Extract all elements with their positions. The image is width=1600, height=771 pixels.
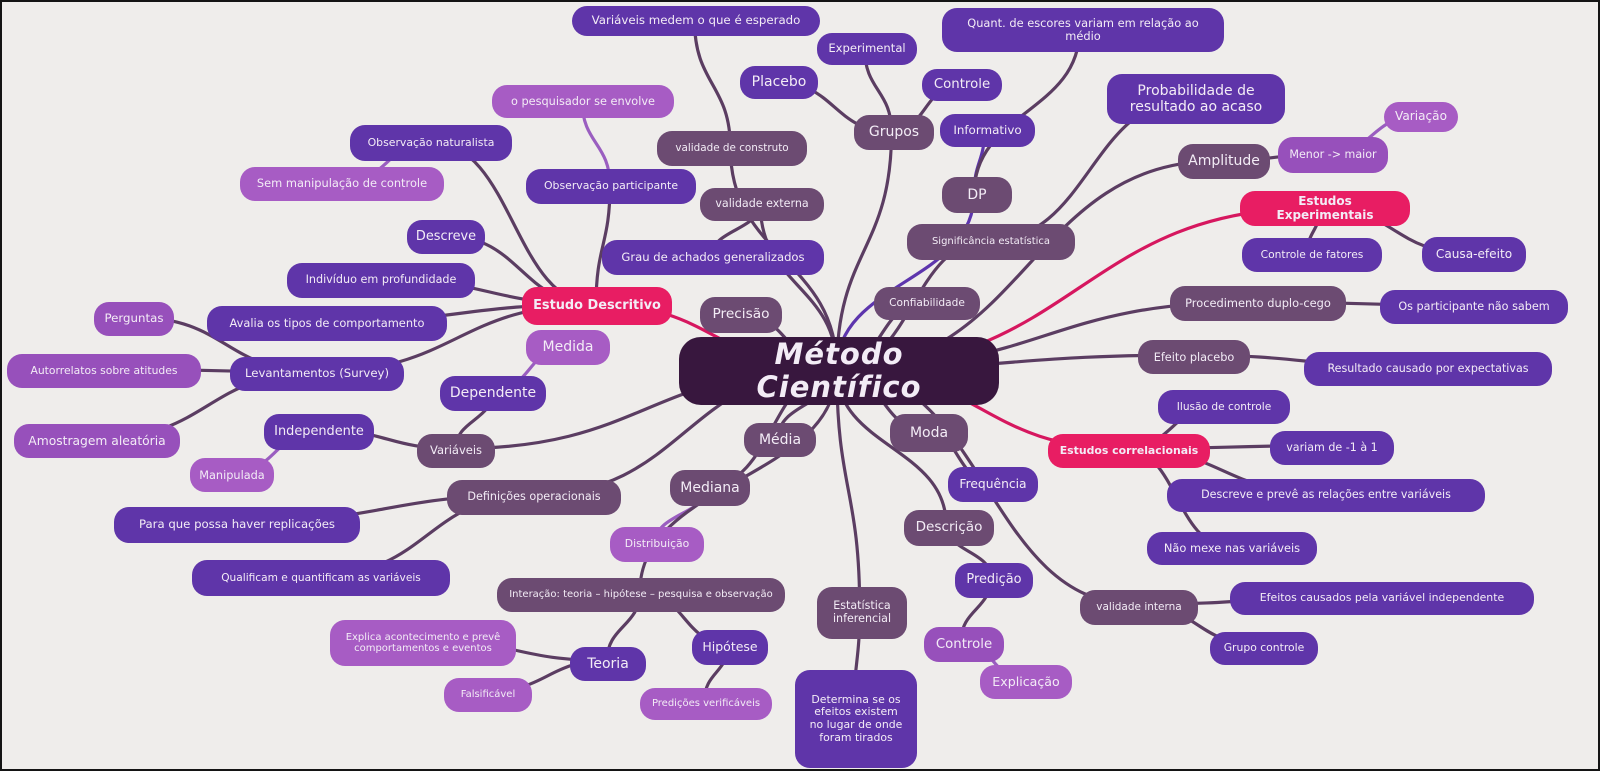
mindmap-node-para-que[interactable]: Para que possa haver replicações xyxy=(114,507,360,543)
mindmap-node-descricao[interactable]: Descrição xyxy=(904,510,994,546)
mindmap-node-menor-maior[interactable]: Menor -> maior xyxy=(1278,137,1388,173)
mindmap-node-quant-escores[interactable]: Quant. de escores variam em relação ao m… xyxy=(942,8,1224,52)
mindmap-node-informativo[interactable]: Informativo xyxy=(940,114,1035,147)
mindmap-node-causa-efeito[interactable]: Causa-efeito xyxy=(1422,237,1526,272)
edge-grupos-to-center xyxy=(835,130,894,371)
mindmap-node-precisao[interactable]: Precisão xyxy=(700,297,782,333)
mindmap-node-estudo-descritivo[interactable]: Estudo Descritivo xyxy=(522,287,672,325)
mindmap-node-levantamentos[interactable]: Levantamentos (Survey) xyxy=(230,357,404,391)
mindmap-node-qualificam[interactable]: Qualificam e quantificam as variáveis xyxy=(192,560,450,596)
mindmap-node-resultado[interactable]: Resultado causado por expectativas xyxy=(1304,352,1552,386)
mindmap-node-center[interactable]: Método Científico xyxy=(679,337,999,405)
mindmap-node-os-participante[interactable]: Os participante não sabem xyxy=(1380,290,1568,324)
mindmap-node-estudos-corr[interactable]: Estudos correlacionais xyxy=(1048,434,1210,468)
mindmap-node-independente[interactable]: Independente xyxy=(264,414,374,450)
mindmap-node-nao-mexe[interactable]: Não mexe nas variáveis xyxy=(1147,532,1317,565)
mindmap-node-variaveis[interactable]: Variáveis xyxy=(417,434,495,468)
mindmap-node-grau-achados[interactable]: Grau de achados generalizados xyxy=(602,240,824,275)
mindmap-node-teoria[interactable]: Teoria xyxy=(570,647,646,681)
edge-variaveis-medem-to-validade-construto xyxy=(692,19,732,150)
mindmap-node-significancia[interactable]: Significância estatística xyxy=(907,224,1075,260)
mindmap-node-manipulada[interactable]: Manipulada xyxy=(190,458,274,492)
mindmap-node-descreve-preve[interactable]: Descreve e prevê as relações entre variá… xyxy=(1167,479,1485,512)
mindmap-node-confiabilidade[interactable]: Confiabilidade xyxy=(874,287,980,320)
mindmap-node-grupo-controle[interactable]: Grupo controle xyxy=(1210,632,1318,665)
mindmap-node-variaveis-medem[interactable]: Variáveis medem o que é esperado xyxy=(572,6,820,36)
mindmap-node-ilusao[interactable]: Ilusão de controle xyxy=(1158,390,1290,424)
mindmap-node-pesquisador[interactable]: o pesquisador se envolve xyxy=(492,85,674,118)
mindmap-node-obs-participante[interactable]: Observação participante xyxy=(526,169,696,204)
mindmap-node-procedimento[interactable]: Procedimento duplo-cego xyxy=(1170,286,1346,321)
mindmap-node-experimental[interactable]: Experimental xyxy=(817,33,917,65)
mindmap-node-efeitos-causados[interactable]: Efeitos causados pela variável independe… xyxy=(1230,582,1534,615)
mindmap-node-dp[interactable]: DP xyxy=(942,177,1012,213)
mindmap-node-probabilidade[interactable]: Probabilidade de resultado ao acaso xyxy=(1107,74,1285,124)
mindmap-node-sem-manipulacao[interactable]: Sem manipulação de controle xyxy=(240,167,444,201)
mindmap-node-distribuicao[interactable]: Distribuição xyxy=(610,527,704,562)
mindmap-node-moda[interactable]: Moda xyxy=(890,414,968,452)
mindmap-node-descreve[interactable]: Descreve xyxy=(407,220,485,254)
mindmap-node-falsificavel[interactable]: Falsificável xyxy=(444,678,532,712)
mindmap-node-interacao[interactable]: Interação: teoria – hipótese – pesquisa … xyxy=(497,578,785,612)
mindmap-node-grupos[interactable]: Grupos xyxy=(854,115,934,150)
mindmap-node-determina[interactable]: Determina se os efeitos existem no lugar… xyxy=(795,670,917,768)
edge-quant-escores-to-dp xyxy=(972,28,1082,196)
mindmap-node-medida[interactable]: Medida xyxy=(526,330,610,365)
edge-estatistica-to-center xyxy=(835,367,862,612)
mindmap-node-estudos-exp[interactable]: Estudos Experimentais xyxy=(1240,191,1410,226)
mindmap-node-validade-externa[interactable]: validade externa xyxy=(700,188,824,221)
mindmap-node-amplitude[interactable]: Amplitude xyxy=(1178,144,1270,179)
mindmap-node-mediana[interactable]: Mediana xyxy=(670,470,750,506)
mindmap-node-predicao[interactable]: Predição xyxy=(955,563,1033,598)
mindmap-node-controle-fatores[interactable]: Controle de fatores xyxy=(1242,238,1382,272)
mindmap-node-autorrelatos[interactable]: Autorrelatos sobre atitudes xyxy=(7,354,201,388)
mindmap-node-controle-top[interactable]: Controle xyxy=(922,69,1002,101)
mindmap-node-amostragem[interactable]: Amostragem aleatória xyxy=(14,424,180,458)
mindmap-node-individuo[interactable]: Indivíduo em profundidade xyxy=(287,263,475,298)
mindmap-node-explicacao[interactable]: Explicação xyxy=(980,665,1072,699)
mindmap-node-variacao[interactable]: Variação xyxy=(1384,102,1458,132)
mindmap-node-efeito-placebo[interactable]: Efeito placebo xyxy=(1138,340,1250,374)
mindmap-node-hipotese[interactable]: Hipótese xyxy=(692,630,768,665)
mindmap-node-validade-construto[interactable]: validade de construto xyxy=(657,131,807,166)
mindmap-node-variam[interactable]: variam de -1 à 1 xyxy=(1270,431,1394,465)
mindmap-node-media[interactable]: Média xyxy=(744,423,816,457)
mindmap-node-placebo[interactable]: Placebo xyxy=(740,66,818,99)
mindmap-node-controle-bottom[interactable]: Controle xyxy=(924,627,1004,662)
mindmap-node-frequencia[interactable]: Frequência xyxy=(948,467,1038,502)
mindmap-node-estatistica[interactable]: Estatística inferencial xyxy=(817,587,907,639)
mindmap-node-explica[interactable]: Explica acontecimento e prevê comportame… xyxy=(330,620,516,666)
mindmap-node-perguntas[interactable]: Perguntas xyxy=(94,302,174,336)
mindmap-node-definicoes[interactable]: Definições operacionais xyxy=(447,480,621,515)
mindmap-node-avalia[interactable]: Avalia os tipos de comportamento xyxy=(207,306,447,341)
mindmap-node-validade-interna[interactable]: validade interna xyxy=(1080,590,1198,625)
mindmap-node-dependente[interactable]: Dependente xyxy=(440,376,546,411)
mindmap-node-obs-naturalista[interactable]: Observação naturalista xyxy=(350,125,512,161)
mindmap-node-predicoes[interactable]: Predições verificáveis xyxy=(640,688,772,720)
